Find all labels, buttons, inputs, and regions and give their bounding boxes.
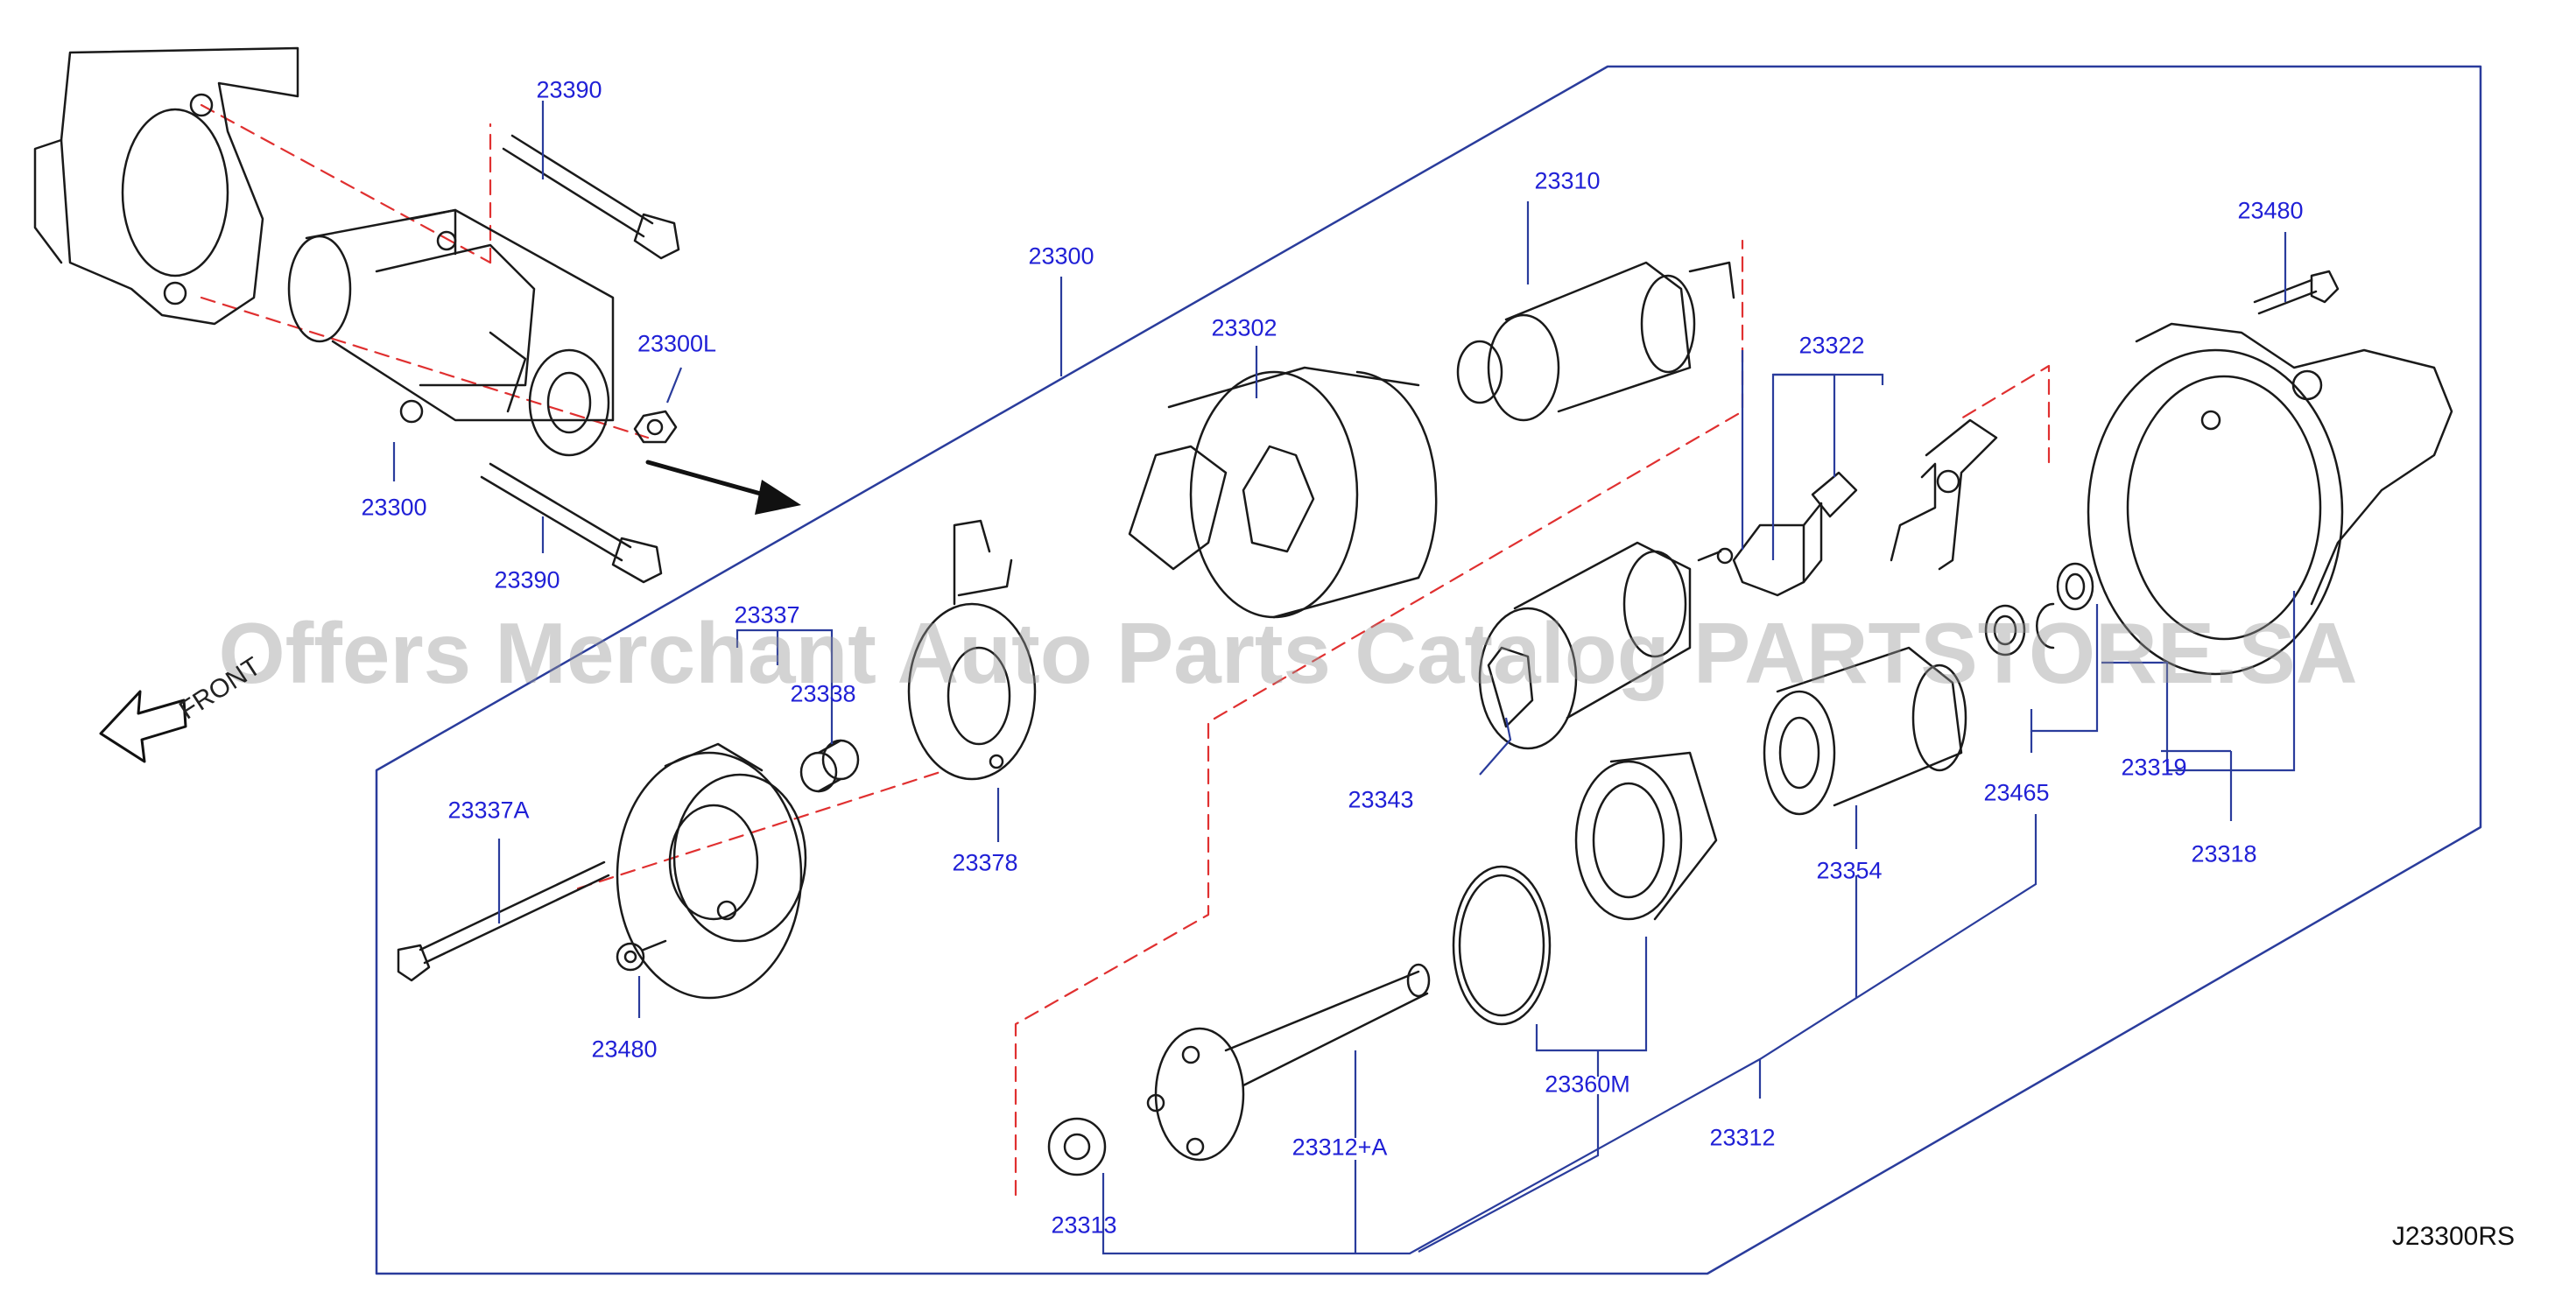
armature-23310 (1456, 261, 1735, 422)
callout-23312A[interactable]: 23312+A (1292, 1134, 1388, 1161)
brush-holder-23378 (907, 519, 1037, 781)
callout-23300L[interactable]: 23300L (637, 330, 717, 357)
callout-23480-bottom[interactable]: 23480 (591, 1036, 658, 1063)
callout-23465[interactable]: 23465 (1983, 779, 2050, 806)
callout-23302[interactable]: 23302 (1211, 314, 1277, 341)
bolt-23390-bottom (480, 462, 663, 584)
brush-set-23322 (1732, 418, 1998, 597)
callout-23319[interactable]: 23319 (2121, 754, 2187, 781)
overrunning-clutch-23354 (1763, 646, 1967, 816)
bolt-23390-top (502, 134, 680, 260)
callout-23378[interactable]: 23378 (952, 849, 1018, 876)
screw-23480-bottom (616, 939, 667, 972)
callout-23322[interactable]: 23322 (1798, 332, 1865, 359)
callout-23343[interactable]: 23343 (1348, 786, 1414, 813)
callout-23390-top[interactable]: 23390 (536, 76, 602, 103)
callout-23480-top[interactable]: 23480 (2237, 197, 2304, 224)
nut-23300L (633, 410, 678, 444)
diagram-reference-code: J23300RS (2391, 1222, 2515, 1251)
callout-23390-bottom[interactable]: 23390 (494, 566, 560, 593)
starter-motor-assembly (287, 208, 615, 457)
callout-23310[interactable]: 23310 (1534, 167, 1601, 194)
shaft-23312A (1146, 963, 1431, 1162)
internal-gear-23360M (1452, 751, 1718, 1026)
front-arrow (99, 690, 187, 763)
leader-lines (392, 101, 2296, 1255)
callout-23337[interactable]: 23337 (734, 601, 800, 628)
callout-23360M[interactable]: 23360M (1545, 1071, 1630, 1098)
transmission-mount (33, 46, 299, 326)
callout-23354[interactable]: 23354 (1816, 857, 1883, 884)
callout-23337A[interactable]: 23337A (447, 797, 530, 824)
bearing-23319 (2056, 562, 2094, 611)
gear-case-23318 (2087, 322, 2453, 676)
front-cover-23337 (616, 742, 807, 1000)
solenoid-23343 (1478, 541, 1734, 750)
pinion-gear-23313 (1047, 1117, 1107, 1176)
callout-23313[interactable]: 23313 (1051, 1211, 1117, 1239)
callout-23300-motor[interactable]: 23300 (361, 494, 427, 521)
screw-23480-top (2253, 270, 2340, 315)
callout-23312[interactable]: 23312 (1709, 1124, 1776, 1151)
retaining-rings-23465 (1984, 602, 2055, 657)
alignment-dashes (200, 103, 2051, 1197)
callout-23300-frame[interactable]: 23300 (1028, 242, 1094, 270)
through-bolt-23337A (397, 860, 610, 982)
direction-arrow (645, 460, 801, 515)
bushing-23338 (799, 739, 860, 793)
assembly-frame (375, 65, 2482, 1275)
callout-23338[interactable]: 23338 (790, 680, 856, 707)
callout-23318[interactable]: 23318 (2191, 840, 2257, 867)
yoke-23302 (1128, 366, 1438, 619)
